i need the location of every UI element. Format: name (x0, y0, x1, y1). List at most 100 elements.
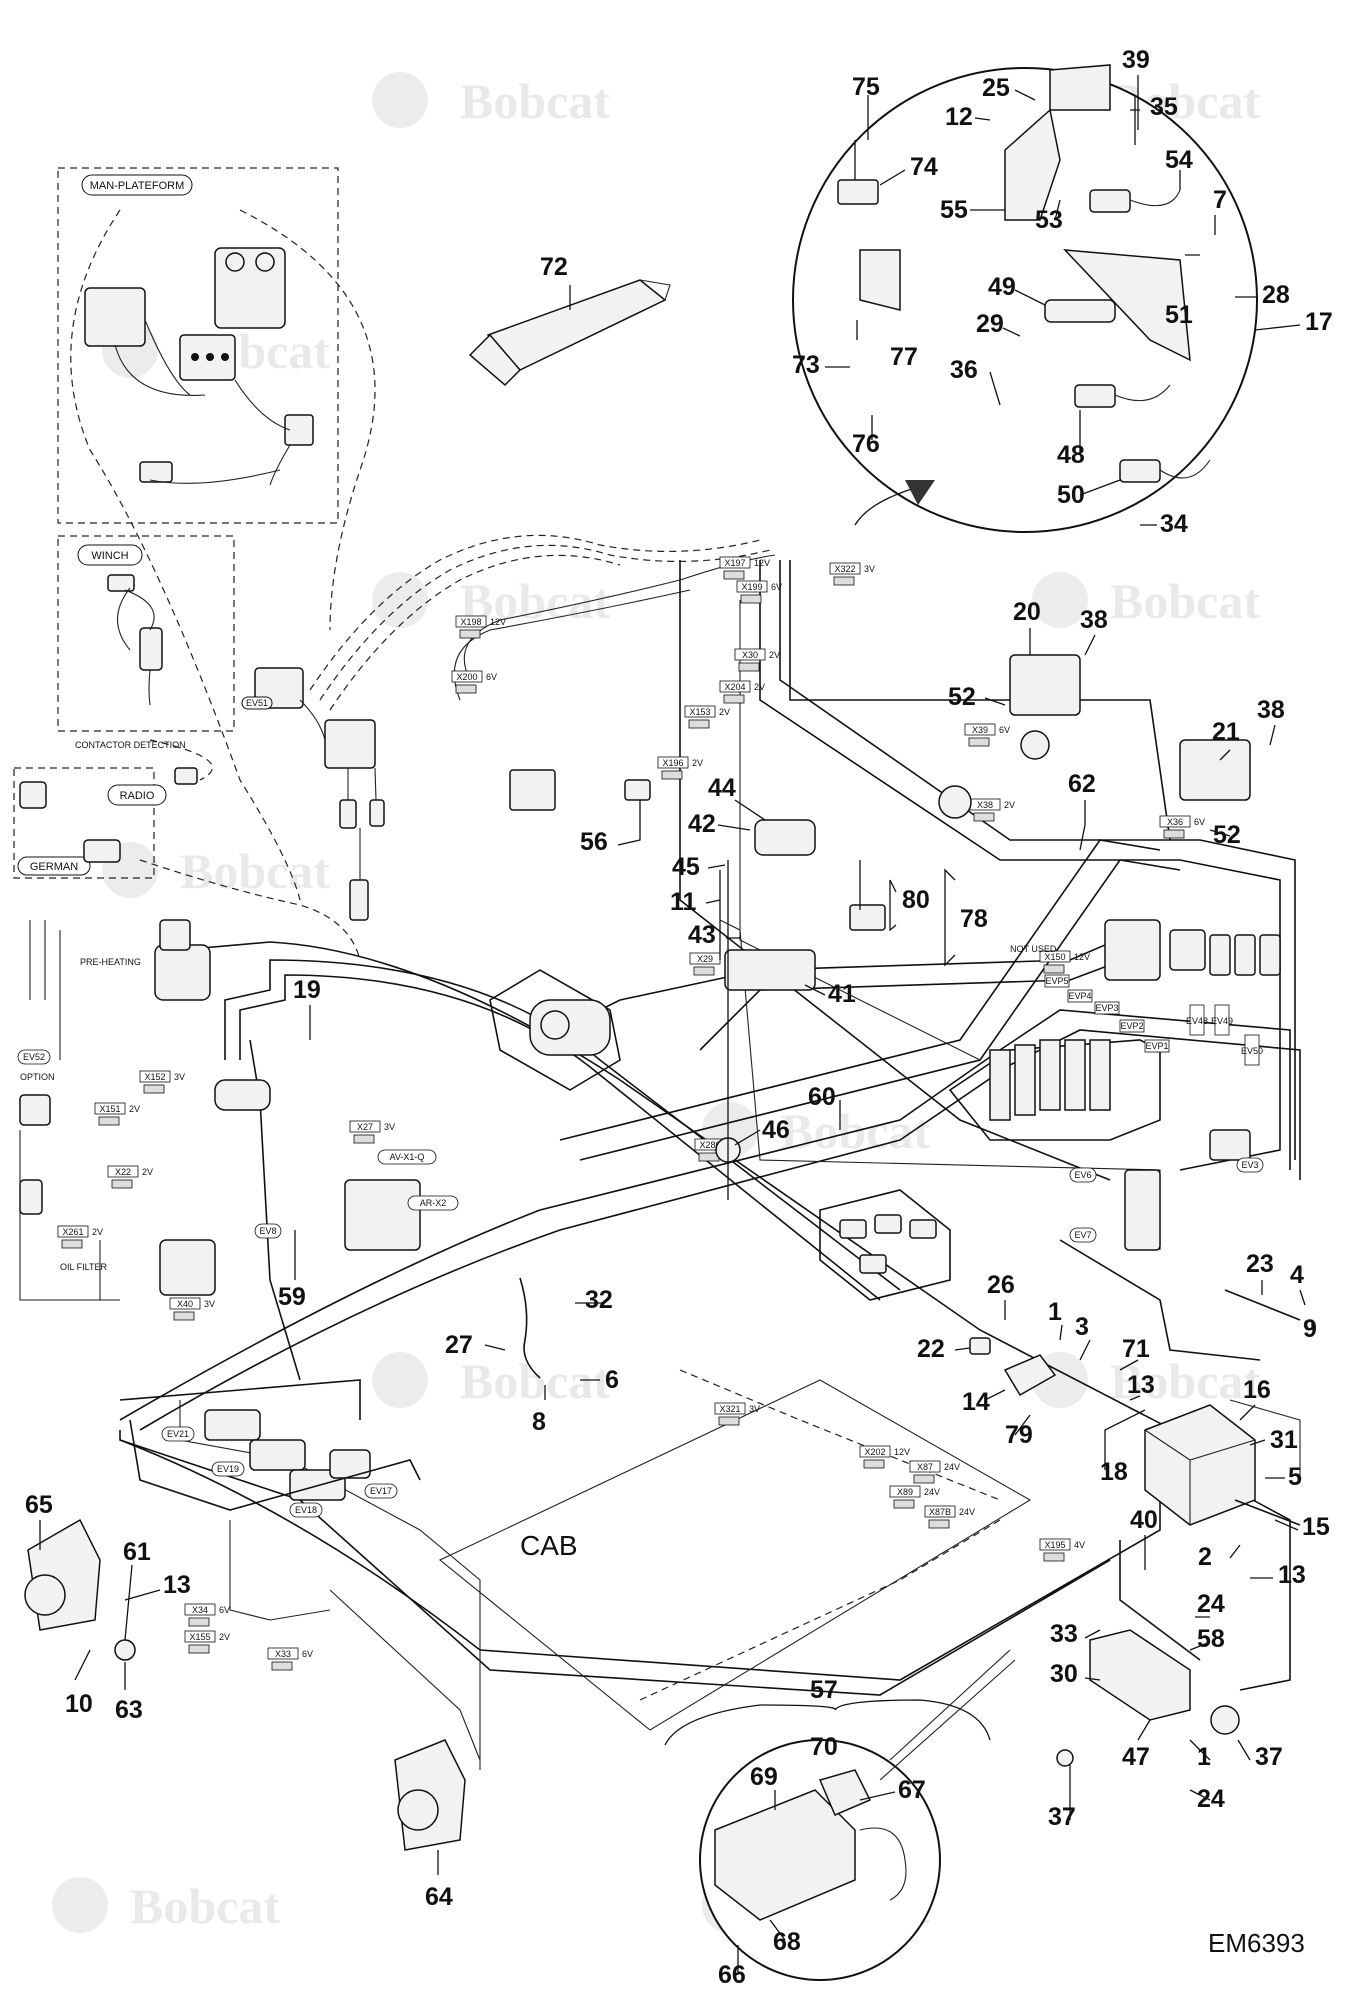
connector-label: X198 (460, 617, 481, 627)
contactor-block (324, 719, 376, 769)
callout-59: 59 (278, 1283, 306, 1311)
connector-pins: 2V (719, 707, 730, 717)
connector-pins: 2V (1004, 800, 1015, 810)
callout-57: 57 (810, 1676, 838, 1704)
oil-filter-label: OIL FILTER (60, 1262, 108, 1272)
switch-49 (1044, 299, 1116, 323)
callout-66: 66 (718, 1961, 746, 1989)
buzzer-63 (114, 1639, 136, 1661)
fuse-box (819, 1189, 951, 1301)
callout-13a: 13 (1127, 1371, 1155, 1399)
callout-61: 61 (123, 1538, 151, 1566)
bracket-41 (724, 949, 816, 991)
german-beacon (83, 839, 121, 863)
detail-inset-top (792, 64, 1258, 533)
connector-plug (833, 576, 855, 586)
ev50-label: EV50 (1241, 1046, 1263, 1056)
callout-67: 67 (898, 1776, 926, 1804)
evp5-label: EVP5 (1045, 976, 1068, 986)
callout-42: 42 (688, 810, 716, 838)
callout-37b: 37 (1048, 1803, 1076, 1831)
connector-plug (61, 1239, 83, 1249)
connector-label: X204 (724, 682, 745, 692)
ev19-label: EV19 (217, 1464, 239, 1474)
connector-pins: 2V (219, 1632, 230, 1642)
radio-label: RADIO (120, 790, 155, 802)
connector-pins: 12V (490, 617, 506, 627)
ev6-label: EV6 (1074, 1170, 1091, 1180)
connector-plug (188, 1617, 210, 1627)
connector-label: X280 (699, 1140, 720, 1150)
callout-34: 34 (1160, 510, 1188, 538)
ar-x2-label: AR-X2 (420, 1198, 447, 1208)
winch-switch (139, 627, 163, 671)
connector-label: X29 (697, 954, 713, 964)
evp1-label: EVP1 (1145, 1041, 1168, 1051)
connector-label: X89 (897, 1487, 913, 1497)
connector-x198: X198 12V (455, 615, 506, 639)
connector-plug (98, 1116, 120, 1126)
connector-plug (913, 1474, 935, 1484)
connector-plug (973, 812, 995, 822)
watermark-1: Bobcat (372, 72, 610, 129)
connector-label: X40 (177, 1299, 193, 1309)
cab-area: CAB (438, 1369, 1032, 1731)
connector-label: X197 (724, 558, 745, 568)
connector-label: X322 (834, 564, 855, 574)
ev8-label: EV8 (259, 1226, 276, 1236)
connector-plug (455, 684, 477, 694)
connector-plug (928, 1519, 950, 1529)
starter-motor (214, 1079, 271, 1111)
callout-69: 69 (750, 1763, 778, 1791)
connector-label: X38 (977, 800, 993, 810)
callout-9: 9 (1303, 1315, 1317, 1343)
connector-pins: 6V (1194, 817, 1205, 827)
connector-plug (740, 594, 762, 604)
callout-38b: 38 (1257, 696, 1285, 724)
connector-plug (863, 1459, 885, 1469)
connector-label: X261 (62, 1227, 83, 1237)
callout-22: 22 (917, 1335, 945, 1363)
callout-14: 14 (962, 1388, 990, 1416)
callout-70: 70 (810, 1733, 838, 1761)
callout-6: 6 (605, 1366, 619, 1394)
connector-pins: 2V (692, 758, 703, 768)
connector-pins: 3V (384, 1122, 395, 1132)
callout-18: 18 (1100, 1458, 1128, 1486)
connector-plug (893, 1499, 915, 1509)
callout-78: 78 (960, 905, 988, 933)
callout-3: 3 (1075, 1313, 1089, 1341)
callout-65: 65 (25, 1491, 53, 1519)
connector-pins: 3V (174, 1072, 185, 1082)
watermark-text: Bobcat (180, 843, 330, 899)
engine-components: AV-X1-Q AR-X2 EV8 EV52 PRE-HEATING OPTIO… (17, 919, 1057, 1301)
callout-28: 28 (1262, 281, 1290, 309)
man-plateform-label: MAN-PLATEFORM (90, 180, 185, 192)
callout-43: 43 (688, 921, 716, 949)
winch-components (107, 574, 163, 706)
connector-pins: 4V (1074, 1540, 1085, 1550)
ev3-solenoid (1209, 1129, 1251, 1161)
connector-label: X87B (929, 1507, 951, 1517)
connector-label: X30 (742, 650, 758, 660)
platform-sensor (139, 461, 173, 483)
battery (1144, 1404, 1256, 1526)
callout-76: 76 (852, 430, 880, 458)
connector-plug (738, 662, 760, 672)
callout-29: 29 (976, 310, 1004, 338)
option-harness-2 (139, 859, 361, 961)
connector-pins: 24V (944, 1462, 960, 1472)
connector-label: X151 (99, 1104, 120, 1114)
connector-label: X87 (917, 1462, 933, 1472)
ev7-label: EV7 (1074, 1230, 1091, 1240)
callout-32: 32 (585, 1286, 613, 1314)
